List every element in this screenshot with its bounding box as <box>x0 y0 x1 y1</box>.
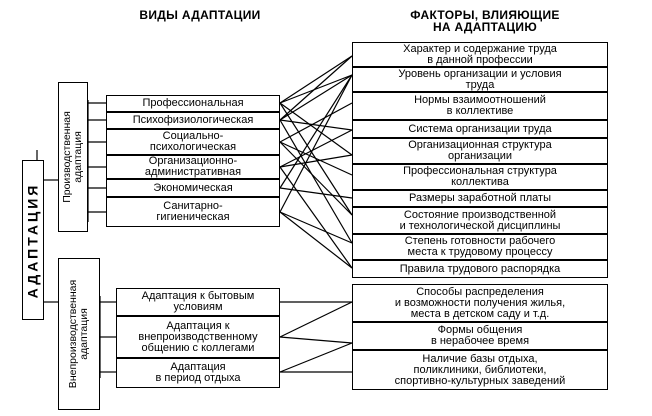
type-label: Профессиональная <box>142 97 244 109</box>
factor-label: Система организации труда <box>408 122 552 135</box>
factor-label: в нерабочее время <box>430 335 530 347</box>
factor-label: в коллективе <box>446 105 514 117</box>
factor-label: Степень готовности рабочего <box>404 235 556 247</box>
type-label: Психофизиологическая <box>132 114 254 126</box>
factors-header-line2: НА АДАПТАЦИЮ <box>432 20 538 34</box>
factor-label: и возможности получения жилья, <box>394 296 566 309</box>
type-label: гигиеническая <box>156 211 230 223</box>
type-org-administrative: Организационно-административная <box>106 155 280 179</box>
type-label: Адаптация к бытовым <box>141 290 255 302</box>
type-label: Адаптация <box>170 361 226 373</box>
factor-label: Состояние производственной <box>403 208 557 221</box>
root-adaptation-label: АДАПТАЦИЯ <box>22 160 44 320</box>
factor-label: коллектива <box>451 176 509 188</box>
factor-label: Формы общения <box>437 324 523 336</box>
type-label: условиям <box>173 301 223 313</box>
factor-label: и технологической дисциплины <box>399 219 561 232</box>
factor-label: Профессиональная структура <box>403 165 557 177</box>
factor-work-organization-system: Система организации труда <box>352 120 608 138</box>
types-header: ВИДЫ АДАПТАЦИИ <box>100 9 300 21</box>
type-label: общению с коллегами <box>141 341 255 354</box>
factor-label: Наличие базы отдыха, <box>422 352 538 365</box>
factor-label: спортивно-культурных заведений <box>394 374 566 387</box>
type-economic: Экономическая <box>106 179 280 197</box>
factor-label: Уровень организации и условия <box>398 67 562 80</box>
factor-label: Характер и содержание труда <box>403 42 557 55</box>
group-production-text: Производственная адаптация <box>61 111 84 203</box>
type-label: Адаптация к <box>166 319 230 332</box>
factor-label: организации <box>447 150 513 162</box>
factor-leisure-base: Наличие базы отдыха,поликлиники, библиот… <box>352 350 608 390</box>
type-label: Экономическая <box>153 181 233 194</box>
types-header-text: ВИДЫ АДАПТАЦИИ <box>139 8 261 22</box>
group-non-production-label: Внепроизводственная адаптация <box>58 258 100 410</box>
type-professional: Профессиональная <box>106 95 280 112</box>
factor-label: места к трудовому процессу <box>407 246 553 258</box>
factor-label: в данной профессии <box>427 53 533 66</box>
factor-label: места в детском саду и т.д. <box>410 307 550 320</box>
group-production-label: Производственная адаптация <box>58 82 88 232</box>
type-label: Санитарно- <box>163 200 223 212</box>
factors-header-line1: ФАКТОРЫ, ВЛИЯЮЩИЕ <box>410 8 560 22</box>
type-label: Социально- <box>162 130 224 142</box>
factors-header: ФАКТОРЫ, ВЛИЯЮЩИЕ НА АДАПТАЦИЮ <box>365 9 605 33</box>
factor-label: Организационная структура <box>408 139 552 151</box>
type-label: административная <box>144 166 242 178</box>
factor-work-rules: Правила трудового распорядка <box>352 260 608 278</box>
type-label: психологическая <box>149 141 237 153</box>
factor-salary: Размеры заработной платы <box>352 190 608 207</box>
root-adaptation-text: АДАПТАЦИЯ <box>24 182 41 298</box>
type-socio-psychological: Социально-психологическая <box>106 129 280 155</box>
type-sanitary-hygienic: Санитарно-гигиеническая <box>106 197 280 227</box>
factor-label: труда <box>465 78 495 91</box>
type-psychophysiological: Психофизиологическая <box>106 112 280 129</box>
factor-label: Способы распределения <box>416 285 544 298</box>
factor-label: поликлиники, библиотеки, <box>413 363 547 376</box>
type-label: Организационно- <box>148 155 238 167</box>
group-non-production-text: Внепроизводственная адаптация <box>67 279 90 389</box>
factor-label: Правила трудового распорядка <box>399 262 561 275</box>
type-label: внепроизводственному <box>138 330 258 343</box>
factor-label: Размеры заработной платы <box>409 192 551 204</box>
factor-label: Нормы взаимоотношений <box>414 94 546 106</box>
type-label: в период отдыха <box>155 372 241 384</box>
